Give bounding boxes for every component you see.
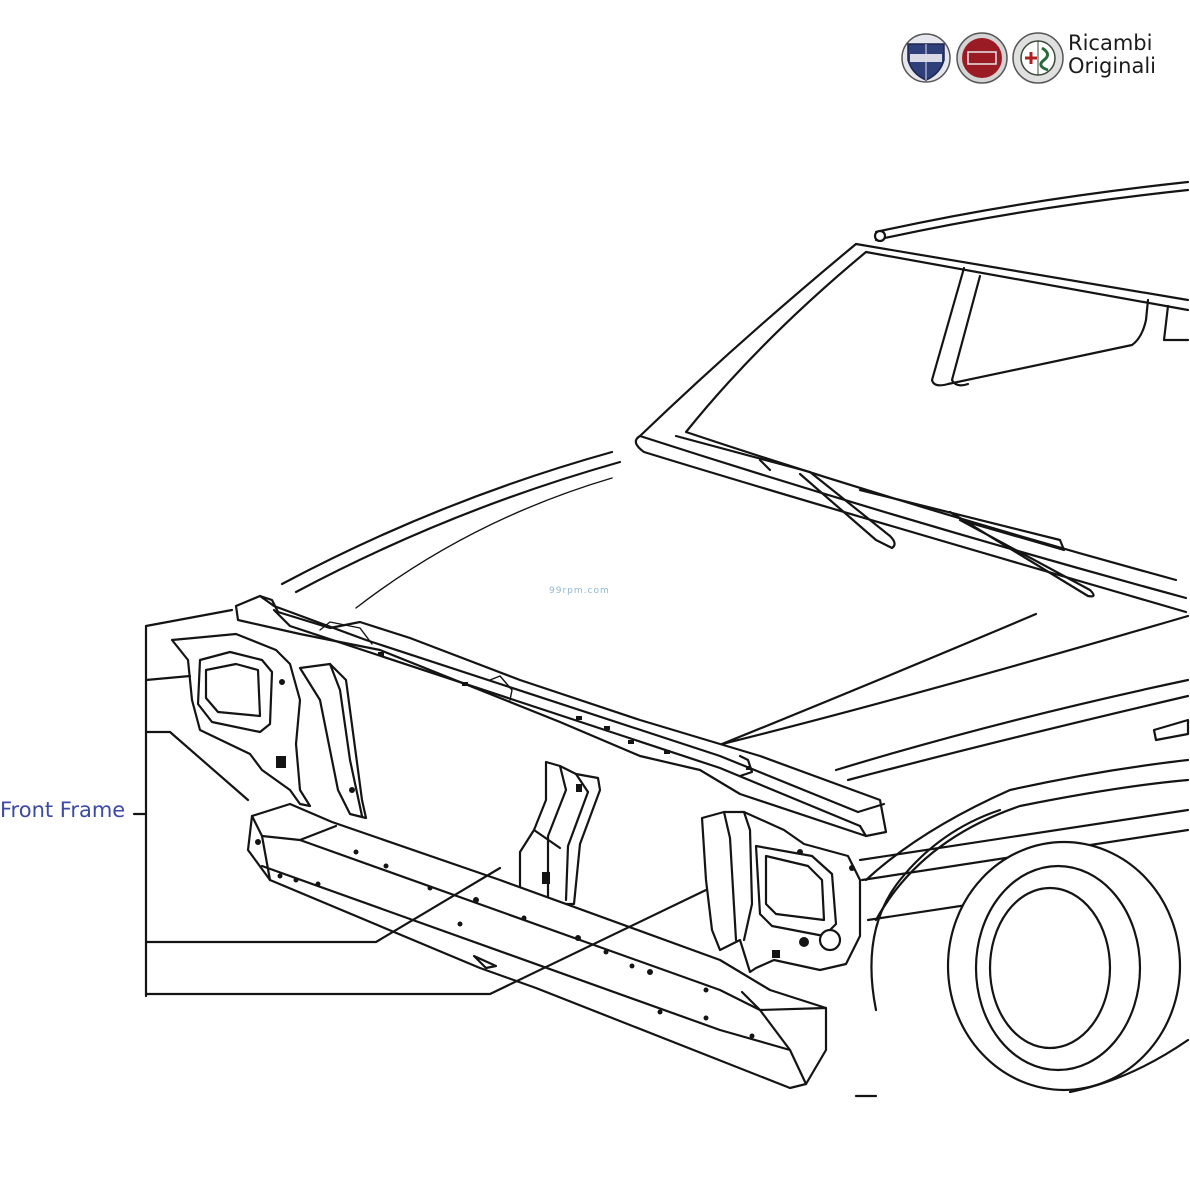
alfa-romeo-badge-icon [1012, 32, 1064, 84]
brand-header: Ricambi Originali [900, 30, 1180, 90]
lancia-badge-icon [901, 33, 951, 83]
brand-badges [901, 32, 1064, 84]
callout-leader-lines [132, 608, 708, 998]
right-headlamp-support [700, 810, 862, 974]
center-bracket [518, 760, 602, 906]
car-body-outline [280, 180, 1190, 1098]
callout-label-front-frame: Front Frame [0, 798, 126, 822]
fiat-badge-icon [956, 32, 1008, 84]
brand-text: Ricambi Originali [1068, 31, 1157, 78]
lower-crossmember [246, 802, 828, 1090]
watermark: 99rpm.com [549, 586, 610, 596]
left-headlamp-support [170, 632, 368, 820]
upper-crossmember [234, 594, 888, 838]
